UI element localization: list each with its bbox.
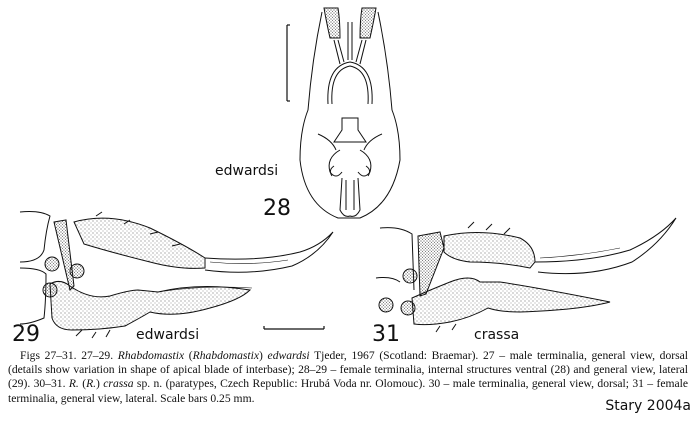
panel-label-29: 29 (12, 322, 40, 347)
species-label-crassa: crassa (474, 327, 520, 343)
caption-species2: crassa (103, 377, 134, 391)
caption-text: sp. n. (paratypes, Czech Republic: Hrubá… (8, 377, 688, 405)
caption-text: ( (78, 377, 87, 391)
caption-species: edwardsi (267, 349, 310, 362)
species-label-edwardsi-28: edwardsi (215, 163, 279, 179)
caption-genus-abbr: R. (68, 377, 79, 391)
caption-subgenus: Rhabdomastix (192, 349, 259, 362)
scale-bar-vertical (286, 24, 290, 102)
fig31-drawing (375, 217, 677, 333)
fig29-drawing (19, 211, 334, 339)
caption-text: Figs 27–31. 27–29. (20, 349, 118, 362)
figure-plate: edwardsi 28 29 edwardsi 31 crassa (12, 7, 677, 347)
caption-text: Tjeder, 1967 (Scotland: Braemar). 27 – m… (8, 349, 688, 391)
fig28-drawing (299, 7, 401, 219)
panel-label-28: 28 (263, 196, 291, 221)
species-label-edwardsi-29: edwardsi (136, 327, 200, 343)
panel-label-31: 31 (372, 322, 400, 347)
caption-genus: Rhabdomastix (117, 349, 185, 362)
caption-text: ) (96, 377, 104, 391)
source-credit: Stary 2004a (605, 398, 691, 414)
caption-text: ( (184, 349, 193, 362)
figure-caption: Figs 27–31. 27–29. Rhabdomastix (Rhabdom… (8, 349, 688, 406)
caption-subgenus-abbr: R. (86, 377, 97, 391)
anatomical-drawings (19, 7, 677, 339)
scale-bar-horizontal (263, 326, 325, 330)
caption-text: ) (259, 349, 268, 362)
